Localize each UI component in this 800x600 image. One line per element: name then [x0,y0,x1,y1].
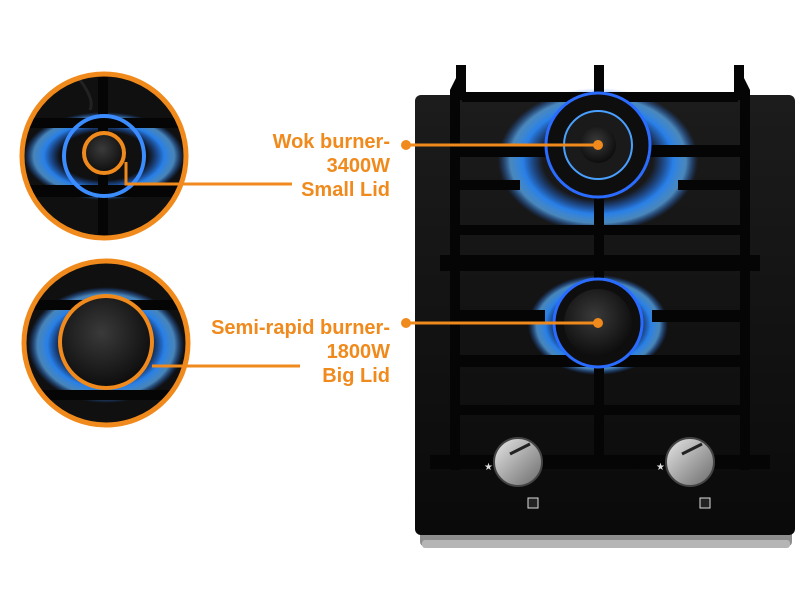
wok-burner-name: Wok burner- [272,131,390,153]
gas-cooktop: ★ ★ [415,65,795,548]
control-knob[interactable]: ★ [656,437,715,509]
svg-text:★: ★ [484,462,493,473]
semi-rapid-burner-callout: Semi-rapid burner- 1800W Big Lid [150,316,390,388]
semi-rapid-burner-name: Semi-rapid burner- [211,317,390,339]
wok-burner-callout: Wok burner- 3400W Small Lid [190,130,390,202]
burner-detail-closeup [19,71,189,241]
wok-burner-lid: Small Lid [301,179,390,201]
burner-detail-closeup [21,258,191,428]
control-knob[interactable]: ★ [484,437,543,509]
semi-rapid-burner-lid: Big Lid [322,365,390,387]
wok-burner-power: 3400W [326,155,390,177]
svg-text:★: ★ [656,462,665,473]
callout-leader-lines [124,140,598,368]
semi-rapid-burner-power: 1800W [326,341,390,363]
